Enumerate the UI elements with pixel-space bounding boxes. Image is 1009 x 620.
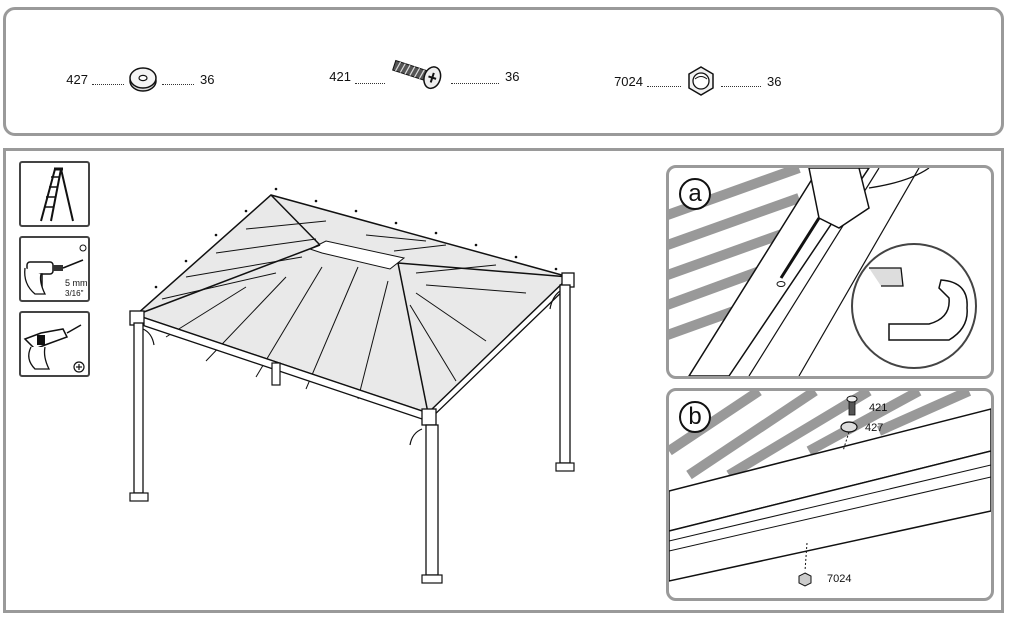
detail-b: b 421 427 7024 (666, 388, 994, 601)
part-427: 427 36 (48, 65, 214, 93)
part-code: 421 (329, 68, 351, 84)
part-quantity: 36 (767, 73, 782, 89)
screwdriver-drill-icon (21, 313, 88, 375)
screw-icon (846, 395, 858, 416)
bit-size-label: 5 mm (65, 278, 88, 288)
tool-screwdriver-drill (19, 311, 90, 377)
part-quantity: 36 (505, 68, 520, 84)
hex-nut-icon (685, 65, 717, 97)
washer-code-label: 427 (865, 422, 884, 434)
leader-dots (92, 74, 124, 85)
leader-dots (162, 74, 194, 85)
detail-label-b: b (679, 401, 711, 433)
part-code: 7024 (614, 73, 643, 89)
leader-dots (647, 76, 681, 87)
part-7024: 7024 36 (603, 65, 781, 97)
screw-icon (389, 55, 447, 91)
detail-label-a: a (679, 178, 711, 210)
leader-dots (721, 76, 761, 87)
drill-icon (21, 238, 88, 300)
part-code: 427 (66, 71, 88, 87)
leader-dots (355, 73, 385, 84)
leader-dots (451, 73, 499, 84)
assembly-step-panel: 5 mm 3/16" (3, 148, 1004, 613)
gazebo-illustration (126, 181, 596, 601)
bit-size-imperial-label: 3/16" (65, 289, 84, 298)
ladder-icon (21, 163, 88, 225)
washer-icon (128, 65, 158, 93)
detail-a: a (666, 165, 994, 379)
tool-drill: 5 mm 3/16" (19, 236, 90, 302)
parts-panel: 427 36 421 (3, 7, 1004, 136)
tool-ladder (19, 161, 90, 227)
nut-code-label: 7024 (827, 573, 852, 585)
part-421: 421 36 (311, 55, 519, 91)
part-quantity: 36 (200, 71, 215, 87)
screw-code-label: 421 (869, 402, 888, 414)
